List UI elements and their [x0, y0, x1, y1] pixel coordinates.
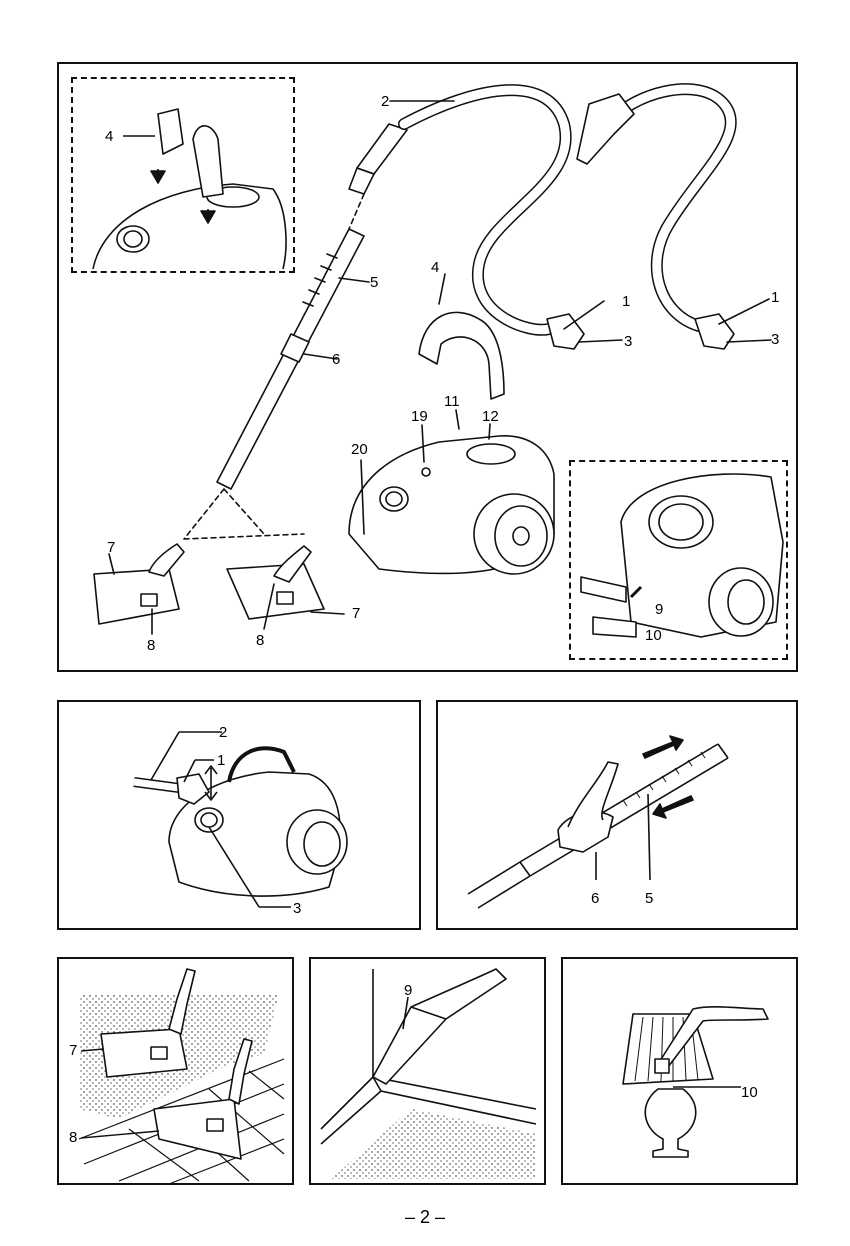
hose-connect-drawing — [59, 702, 423, 932]
label-3-hose-a: 3 — [624, 334, 632, 349]
label-4-inset: 4 — [105, 129, 113, 144]
label-7-right: 7 — [352, 606, 360, 621]
floor-nozzle-drawing — [59, 959, 296, 1187]
label-2-hose: 2 — [219, 725, 227, 740]
tube-adjust-figure: 6 5 — [436, 700, 798, 930]
label-6-tube: 6 — [591, 891, 599, 906]
label-5-main: 5 — [370, 275, 378, 290]
floor-nozzle-figure: 7 8 — [57, 957, 294, 1185]
label-11: 11 — [444, 394, 460, 409]
inset-accessory-storage-drawing — [571, 462, 786, 658]
inset-handle-attach-drawing — [73, 79, 293, 271]
crevice-tool-drawing — [311, 959, 548, 1187]
label-9: 9 — [655, 602, 663, 617]
label-8-right: 8 — [256, 633, 264, 648]
label-2-main: 2 — [381, 94, 389, 109]
page-number: – 2 – — [0, 1207, 850, 1228]
label-7-left: 7 — [107, 540, 115, 555]
hose-connect-figure: 2 1 3 — [57, 700, 421, 930]
label-12: 12 — [482, 409, 499, 424]
label-1-hose-a: 1 — [622, 294, 630, 309]
label-8-left: 8 — [147, 638, 155, 653]
crevice-tool-figure: 9 — [309, 957, 546, 1185]
label-3-hose-b: 3 — [771, 332, 779, 347]
inset-accessory-storage: 9 10 — [569, 460, 788, 660]
dusting-brush-drawing — [563, 959, 800, 1187]
label-1-hose: 1 — [217, 753, 225, 768]
main-parts-figure: 4 9 10 2 5 6 4 1 3 1 3 11 12 19 20 7 8 8… — [57, 62, 798, 672]
label-3-hose: 3 — [293, 901, 301, 916]
label-10-main: 10 — [645, 628, 662, 643]
label-20: 20 — [351, 442, 368, 457]
label-7-floor: 7 — [69, 1043, 77, 1058]
dusting-brush-figure: 10 — [561, 957, 798, 1185]
label-10-brush: 10 — [741, 1085, 758, 1100]
label-9-crevice: 9 — [404, 983, 412, 998]
label-8-floor: 8 — [69, 1130, 77, 1145]
label-6-main: 6 — [332, 352, 340, 367]
label-5-tube: 5 — [645, 891, 653, 906]
tube-adjust-drawing — [438, 702, 800, 932]
label-19: 19 — [411, 409, 428, 424]
inset-handle-attach: 4 — [71, 77, 295, 273]
label-4-handle: 4 — [431, 260, 439, 275]
label-1-hose-b: 1 — [771, 290, 779, 305]
